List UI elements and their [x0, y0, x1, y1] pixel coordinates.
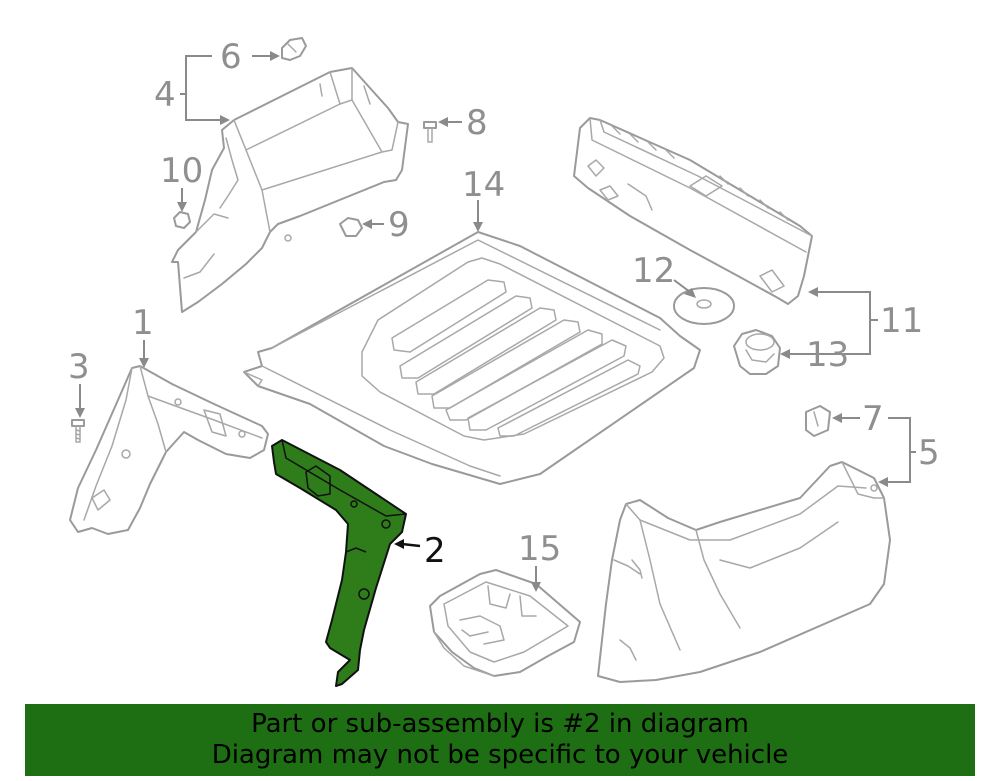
callout-13: 13	[806, 335, 849, 375]
callout-5: 5	[918, 433, 940, 473]
callout-9: 9	[388, 205, 410, 245]
part-11-sill-plate	[573, 117, 813, 305]
callout-14: 14	[462, 165, 505, 205]
callout-1: 1	[132, 303, 154, 343]
part-2-shape	[271, 439, 407, 687]
leader-lines	[75, 51, 916, 592]
part-3-bolt	[71, 419, 85, 443]
banner-line-1: Part or sub-assembly is #2 in diagram	[251, 709, 749, 739]
callout-7: 7	[862, 399, 884, 439]
part-5-quarter-trim-right	[597, 461, 891, 683]
callout-8: 8	[466, 103, 488, 143]
part-2-pillar-trim-highlighted	[271, 439, 407, 687]
part-8-screw	[423, 121, 437, 143]
part-7-clip	[805, 405, 831, 437]
part-6-clip	[281, 37, 307, 61]
callout-10: 10	[160, 151, 203, 191]
info-banner: Part or sub-assembly is #2 in diagram Di…	[25, 704, 975, 776]
banner-line-2: Diagram may not be specific to your vehi…	[211, 740, 789, 770]
callout-3: 3	[68, 347, 90, 387]
part-1-quarter-trim-lower	[69, 365, 269, 535]
callout-11: 11	[880, 301, 923, 341]
part-13-clip	[733, 329, 781, 375]
part-14-floor-panel	[243, 231, 701, 485]
parts-diagram: 1 2 3 4 5 6 7 8 9 10 11 12 13 14 15	[68, 37, 940, 687]
part-12-pad	[673, 287, 735, 325]
callout-12: 12	[632, 251, 675, 291]
part-9-clip	[339, 217, 363, 237]
callout-numbers: 1 2 3 4 5 6 7 8 9 10 11 12 13 14 15	[68, 37, 940, 571]
part-10-clip	[173, 211, 191, 229]
part-4-quarter-trim-upper	[171, 67, 409, 313]
callout-6: 6	[220, 37, 242, 77]
part-15-storage-tray	[429, 569, 581, 677]
callout-2-active: 2	[424, 531, 446, 571]
callout-4: 4	[154, 75, 176, 115]
callout-15: 15	[518, 529, 561, 569]
